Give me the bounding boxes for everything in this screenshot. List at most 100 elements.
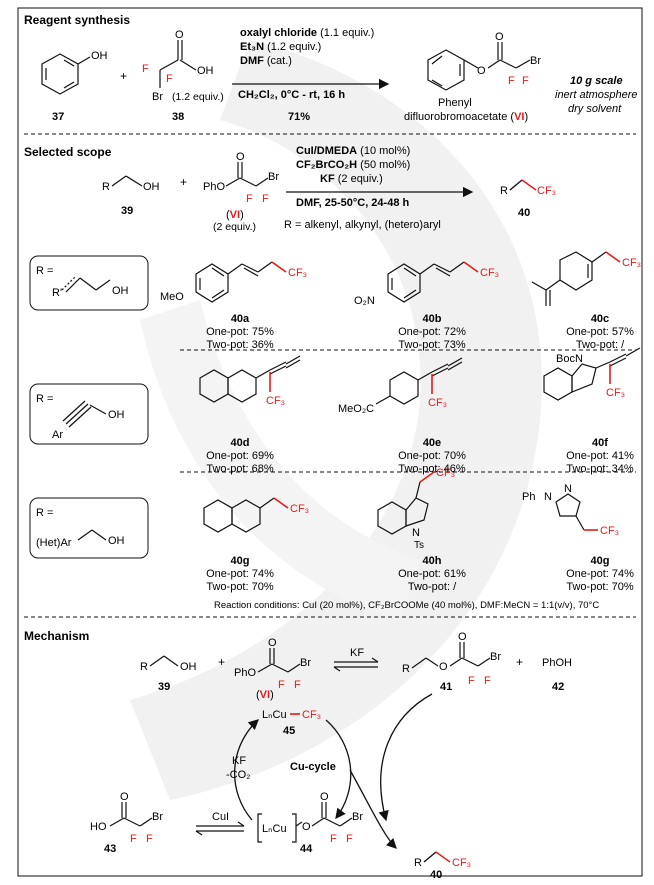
vi-pho: PhO — [203, 181, 225, 193]
mech-44-o: O — [302, 821, 311, 833]
cond-kf-eq: (2 equiv.) — [338, 173, 383, 185]
arrow-to-product-40 — [349, 769, 397, 849]
vi-name-1: Phenyl — [438, 97, 472, 109]
svg-text:KF (2 equiv.): KF (2 equiv.) — [320, 173, 383, 185]
40g-pyrazole-n2: N — [564, 483, 572, 495]
box1-alkenyl-bonds — [61, 275, 111, 293]
arrow-41-to-44 — [378, 693, 433, 822]
mech-40-r: R — [414, 857, 422, 869]
mech-vi-close: ) — [270, 689, 274, 701]
mech-41-f2: F — [484, 675, 491, 687]
compound-40c-structure — [531, 251, 621, 306]
acid-f2-label: F — [166, 73, 173, 85]
acid-br-label: Br — [152, 91, 163, 103]
box2-alkynyl-bonds — [62, 400, 107, 428]
acid-oh-label: OH — [197, 65, 214, 77]
mech-kf-label: KF — [350, 647, 364, 659]
mech-compound-41: 41 — [440, 681, 452, 693]
40g-pyrazole-cf3: CF₃ — [600, 525, 619, 537]
one-pot-yield: One-pot: 74% — [206, 568, 274, 580]
product-40-structure — [509, 179, 537, 191]
section-title-mechanism: Mechanism — [24, 629, 89, 643]
cycle-arrow-right — [325, 719, 352, 820]
solvent-note: dry solvent — [568, 103, 622, 115]
svg-text:CuI/DMEDA (10 mol%): CuI/DMEDA (10 mol%) — [296, 145, 410, 157]
40f-bocn: BocN — [556, 353, 583, 365]
40b-o2n: O₂N — [354, 295, 375, 307]
mech-43-f2: F — [146, 833, 153, 845]
box3-oh: OH — [108, 535, 125, 547]
phenol-oh-label: OH — [91, 50, 108, 62]
vi-equiv: (2 equiv.) — [213, 221, 256, 233]
mech-cui: CuI — [212, 811, 229, 823]
mech-39-oh: OH — [180, 661, 197, 673]
mech-40-structure — [423, 851, 451, 863]
vi-f2: F — [522, 75, 529, 87]
two-pot-yield: Two-pot: 68% — [206, 463, 273, 475]
one-pot-yield: One-pot: 74% — [566, 568, 634, 580]
box3-bonds — [77, 529, 107, 541]
acid-38-structure — [159, 40, 197, 88]
compound-40d-label: 40d — [231, 437, 250, 449]
compound-40b-label: 40b — [423, 313, 442, 325]
mech-compound-43: 43 — [104, 843, 116, 855]
cond-cf2brco2h-eq: (50 mol%) — [360, 159, 410, 171]
cond-solvent: CH₂Cl₂, 0°C - rt, 16 h — [238, 89, 345, 101]
box-hetaryl — [29, 497, 149, 559]
footnote-conditions: Reaction conditions: CuI (20 mol%), CF₂B… — [214, 600, 599, 611]
compound-40h-structure — [377, 471, 435, 535]
compound-40g-structure — [203, 497, 289, 533]
plus-sign-2: + — [180, 175, 187, 189]
mech-kf2: KF — [232, 755, 246, 767]
mech-44-f2: F — [346, 833, 353, 845]
40h-n: N — [412, 527, 420, 539]
watermark — [130, 40, 542, 800]
cond-dmf-eq: (cat.) — [267, 55, 292, 67]
box1-oh: OH — [112, 285, 129, 297]
vi-close: ) — [524, 111, 528, 123]
one-pot-yield: One-pot: 41% — [566, 450, 634, 462]
mech-41-br: Br — [490, 651, 501, 663]
mech-44-o2: O — [320, 791, 329, 803]
reagent-vi-structure — [427, 42, 531, 91]
alcohol-oh: OH — [143, 181, 160, 193]
cond-oxalyl-eq: (1.1 equiv.) — [320, 27, 374, 39]
one-pot-yield: One-pot: 61% — [398, 568, 466, 580]
acid-o-label: O — [175, 29, 184, 41]
compound-40f-label: 40f — [592, 437, 608, 449]
compound-40e-label: 40e — [423, 437, 441, 449]
vi-close-scope: ) — [240, 209, 244, 221]
r-definition: R = alkenyl, alkynyl, (hetero)aryl — [284, 219, 441, 231]
equilibrium-arrow-cui — [195, 821, 245, 836]
one-pot-yield: One-pot: 75% — [206, 326, 274, 338]
vi-f2-scope: F — [262, 193, 269, 205]
box2-ar: Ar — [52, 429, 63, 441]
vi-name-2: difluorobromoacetate ( — [404, 111, 514, 123]
prod-40-cf3: CF₃ — [537, 185, 556, 197]
mech-vi-br: Br — [300, 657, 311, 669]
40a-cf3: CF₃ — [288, 267, 307, 279]
one-pot-yield: One-pot: 57% — [566, 326, 634, 338]
two-pot-yield: Two-pot: 70% — [206, 581, 273, 593]
40a-meo: MeO — [160, 291, 184, 303]
vi-f1-scope: F — [246, 193, 253, 205]
cu-cycle-label: Cu-cycle — [290, 761, 336, 773]
vi-f1: F — [508, 75, 515, 87]
vi-ester-o: O — [477, 65, 486, 77]
box3-hetar: (Het)Ar — [36, 537, 72, 549]
svg-text:oxalyl chloride (1.1 equiv.): oxalyl chloride (1.1 equiv.) — [240, 27, 374, 39]
compound-40e-structure — [375, 357, 463, 405]
two-pot-yield: Two-pot: 73% — [398, 339, 465, 351]
40g-cf3: CF₃ — [290, 503, 309, 515]
box1-rprime: R' — [52, 287, 62, 299]
section-title-reagent: Reagent synthesis — [24, 13, 130, 27]
acid-f1-label: F — [142, 63, 149, 75]
vi-open-scope: ( — [226, 209, 230, 221]
compound-40h-label: 40h — [423, 555, 442, 567]
cond-dmf: DMF — [240, 55, 264, 67]
cond-cui: CuI/DMEDA — [296, 145, 357, 157]
one-pot-yield: One-pot: 72% — [398, 326, 466, 338]
mech-39-structure — [149, 655, 179, 667]
one-pot-yield: One-pot: 70% — [398, 450, 466, 462]
